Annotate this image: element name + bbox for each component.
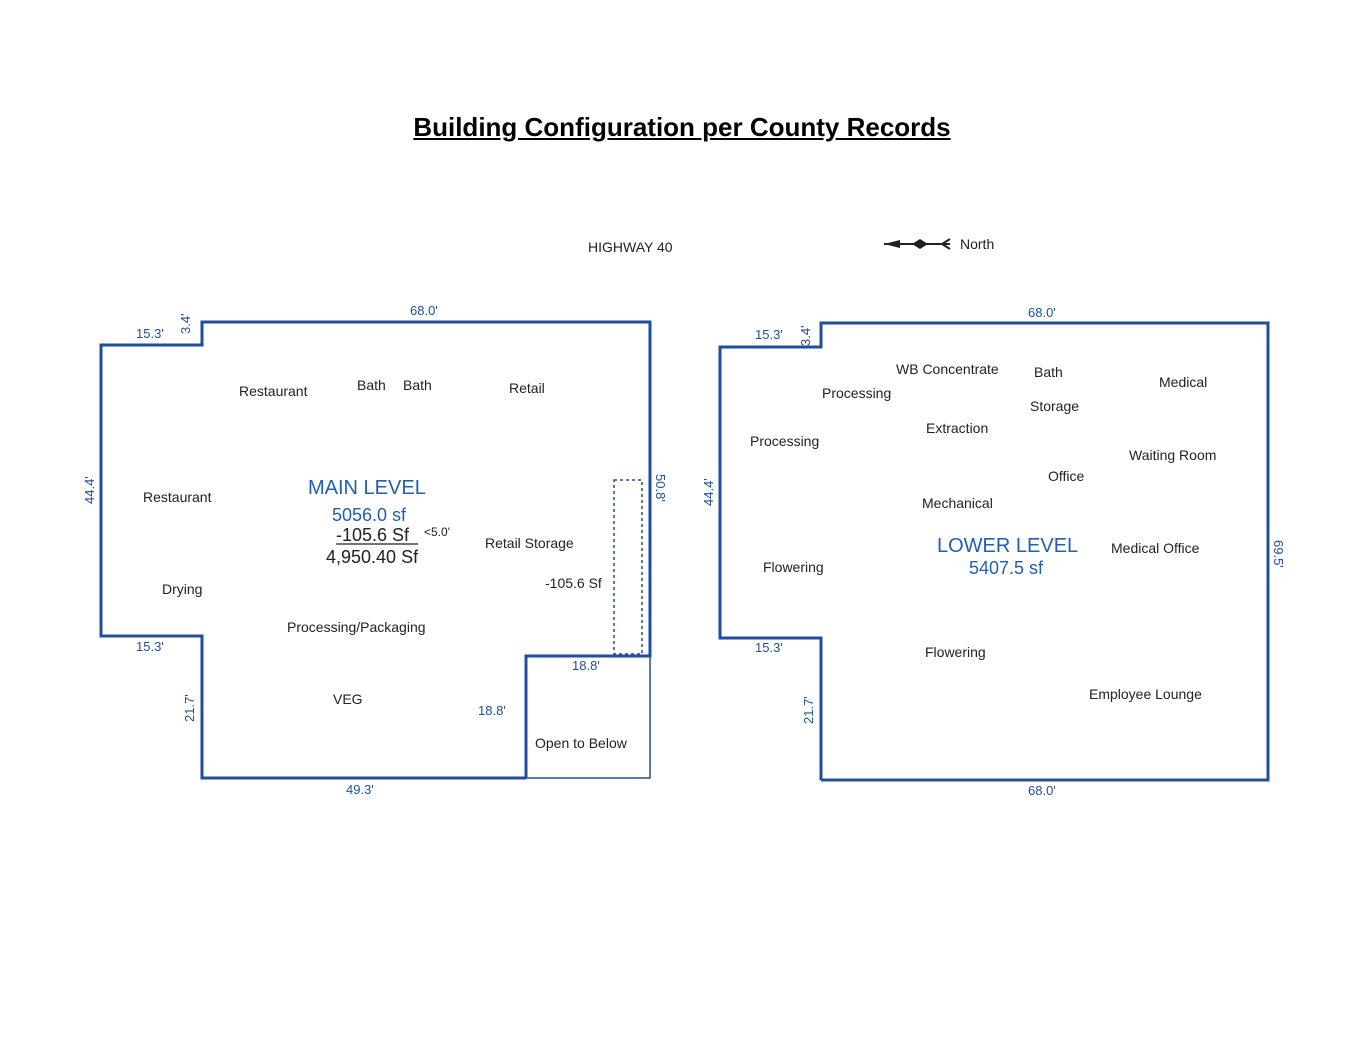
room-restaurant-top: Restaurant: [239, 383, 308, 399]
main-level-plan: 68.0' 15.3' 3.4' 44.4' 50.8' 15.3' 21.7'…: [82, 303, 668, 797]
dim-lower-lower-step: 15.3': [755, 640, 783, 655]
room-processing-packaging: Processing/Packaging: [287, 619, 426, 635]
room-office: Office: [1048, 468, 1085, 484]
room-drying: Drying: [162, 581, 202, 597]
north-arrow-icon: [884, 238, 951, 250]
room-medical: Medical: [1159, 374, 1207, 390]
room-waiting-room: Waiting Room: [1129, 447, 1216, 463]
dim-lower-left: 44.4': [701, 478, 716, 506]
north-label: North: [960, 236, 994, 252]
room-wb-concentrate: WB Concentrate: [896, 361, 999, 377]
main-level-deduction-note: <5.0': [424, 525, 450, 539]
room-retail-storage: Retail Storage: [485, 535, 574, 551]
lower-level-plan: 68.0' 15.3' 3.4' 44.4' 69.5' 15.3' 21.7'…: [701, 305, 1286, 798]
highway-label: HIGHWAY 40: [588, 239, 673, 255]
room-bath-2: Bath: [403, 377, 432, 393]
room-bath: Bath: [1034, 364, 1063, 380]
dim-main-notch-height: 3.4': [178, 313, 193, 334]
dim-main-notch-width: 15.3': [136, 326, 164, 341]
room-extraction: Extraction: [926, 420, 988, 436]
room-bath-1: Bath: [357, 377, 386, 393]
void-area-label: -105.6 Sf: [545, 575, 602, 591]
room-processing-left: Processing: [750, 433, 819, 449]
retail-storage-void-outline: [613, 479, 643, 655]
room-open-to-below: Open to Below: [535, 735, 628, 751]
dim-lower-bottom: 68.0': [1028, 783, 1056, 798]
main-level-area: 5056.0 sf: [332, 505, 407, 525]
dim-lower-notch-height: 3.4': [798, 325, 813, 346]
dim-main-right: 50.8': [653, 474, 668, 502]
dim-main-lower-left: 21.7': [182, 694, 197, 722]
main-level-deduction: -105.6 Sf: [336, 525, 410, 545]
dim-lower-lower-left: 21.7': [801, 696, 816, 724]
room-restaurant-left: Restaurant: [143, 489, 212, 505]
main-level-outline: [99, 320, 652, 780]
page-title: Building Configuration per County Record…: [413, 112, 951, 142]
room-storage: Storage: [1030, 398, 1079, 414]
room-employee-lounge: Employee Lounge: [1089, 686, 1202, 702]
lower-level-area: 5407.5 sf: [969, 558, 1044, 578]
dim-main-left: 44.4': [82, 476, 97, 504]
room-processing-top: Processing: [822, 385, 891, 401]
lower-level-title: LOWER LEVEL: [937, 535, 1078, 557]
dim-main-top: 68.0': [410, 303, 438, 318]
dim-lower-right: 69.5': [1271, 540, 1286, 568]
main-level-net-area: 4,950.40 Sf: [326, 547, 419, 567]
room-flowering-bottom: Flowering: [925, 644, 986, 660]
room-medical-office: Medical Office: [1111, 540, 1200, 556]
lower-level-outline: [718, 321, 1270, 782]
dim-main-open-height: 18.8': [478, 703, 506, 718]
main-level-title: MAIN LEVEL: [308, 477, 426, 499]
room-flowering-left: Flowering: [763, 559, 824, 575]
dim-lower-top: 68.0': [1028, 305, 1056, 320]
room-mechanical: Mechanical: [922, 495, 993, 511]
room-veg: VEG: [333, 691, 363, 707]
open-to-below-outline: [526, 656, 651, 779]
dim-lower-notch-width: 15.3': [755, 327, 783, 342]
dim-main-lower-step: 15.3': [136, 639, 164, 654]
dim-main-open-width: 18.8': [572, 658, 600, 673]
dim-main-bottom: 49.3': [346, 782, 374, 797]
room-retail: Retail: [509, 380, 545, 396]
